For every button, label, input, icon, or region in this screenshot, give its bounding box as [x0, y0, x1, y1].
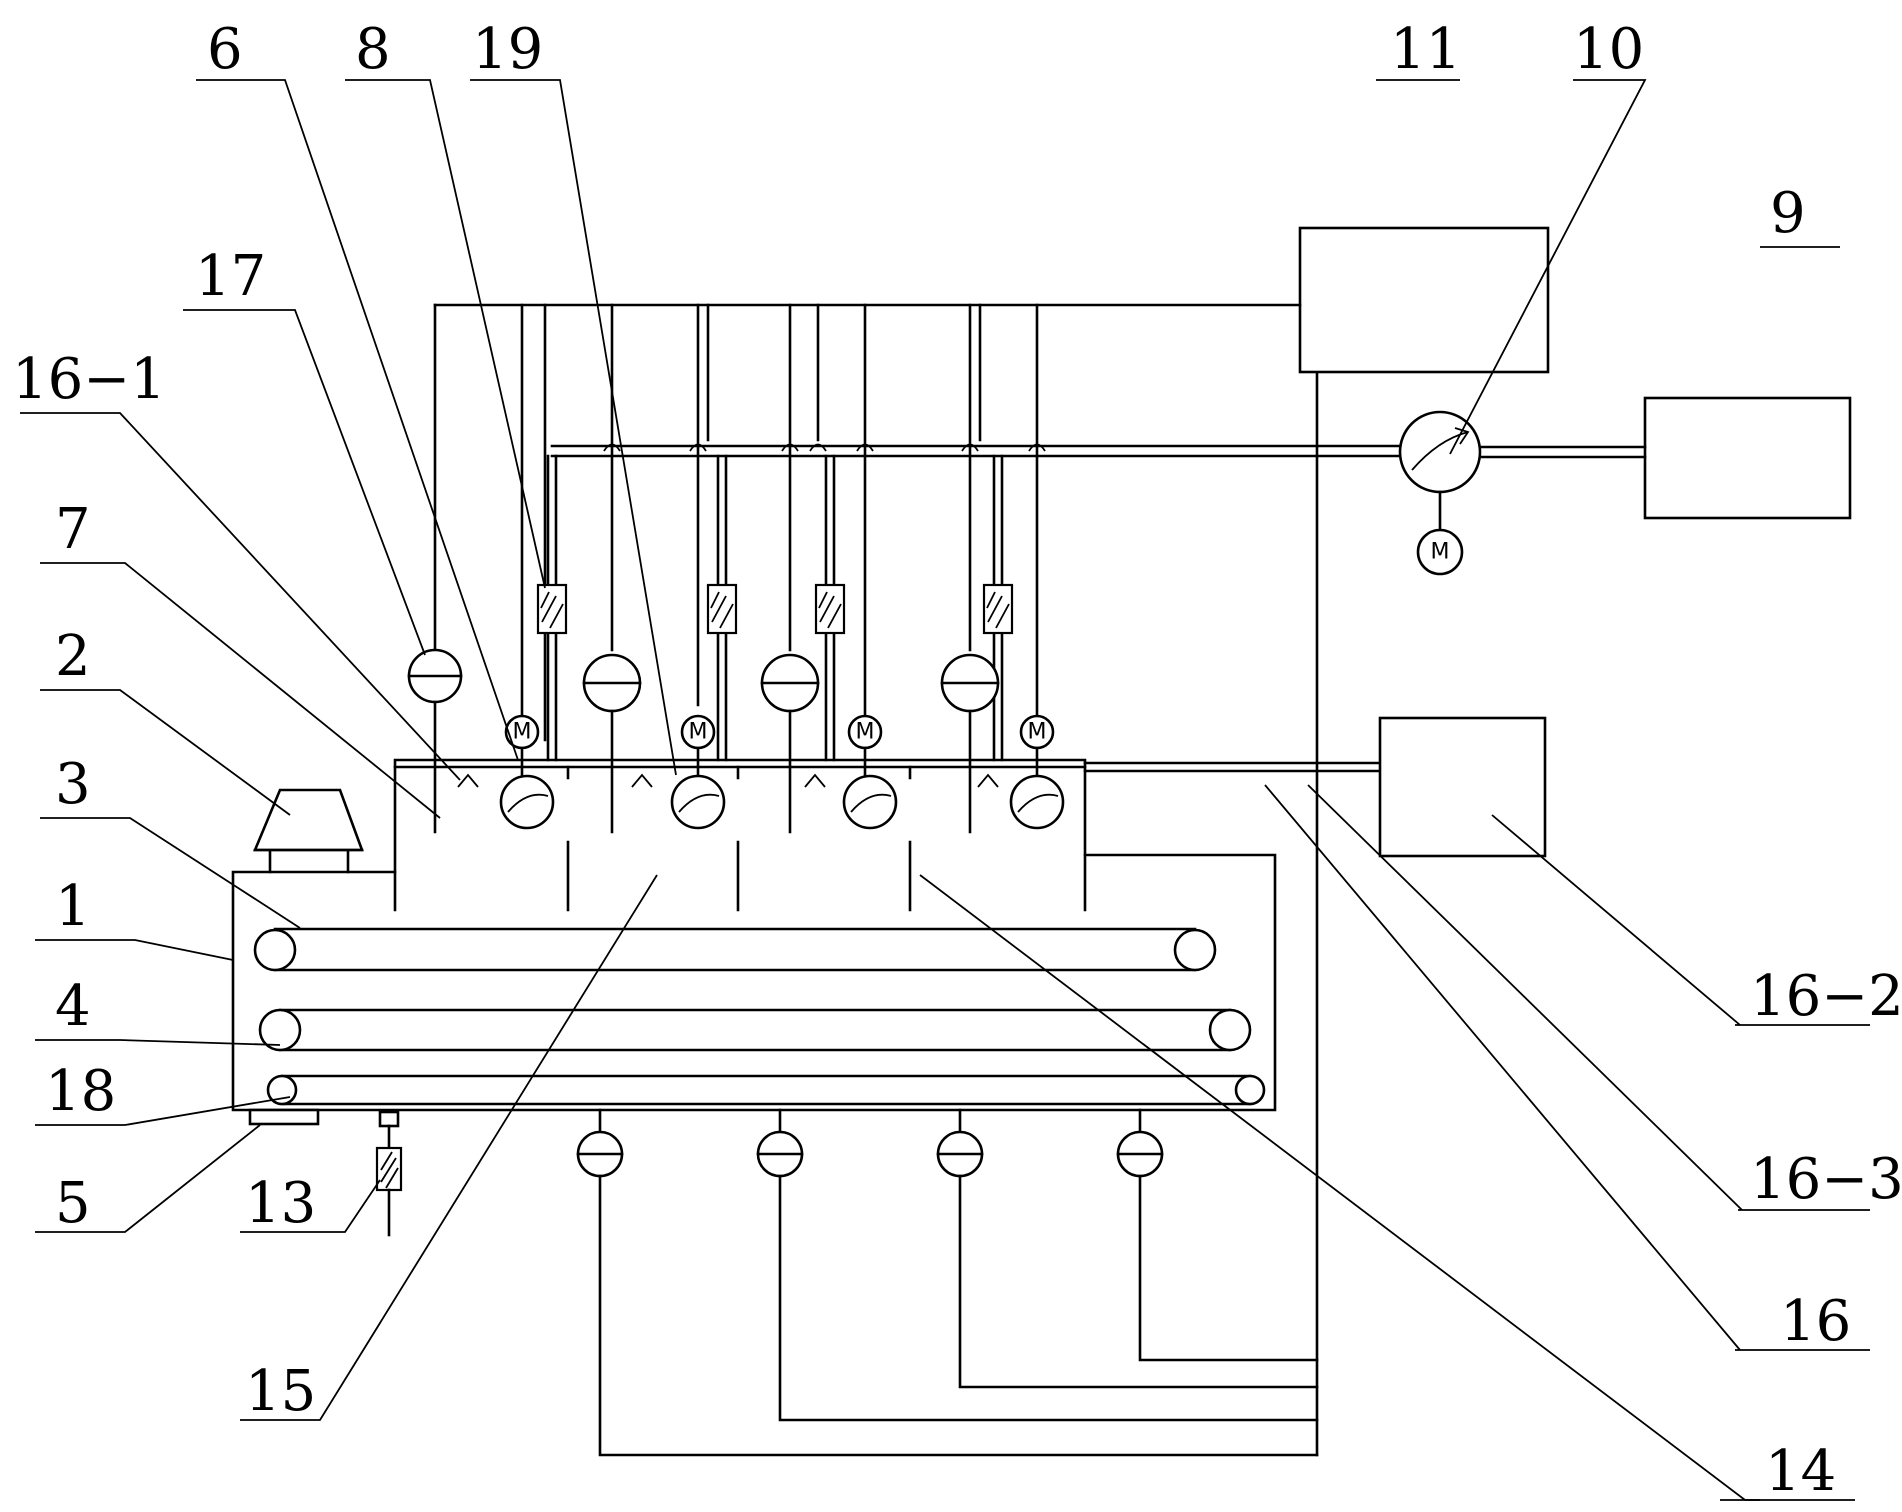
collector-box [1378, 716, 1547, 858]
conveyor-belts [253, 927, 1266, 1106]
label-16: 16 [1780, 1289, 1851, 1354]
motor-symbol-1: M [513, 720, 532, 745]
label-8: 8 [355, 17, 391, 82]
part-labels: 6 8 19 11 10 9 17 16−1 7 2 3 1 4 18 5 13… [12, 17, 1902, 1504]
motor-symbol-4: M [1028, 720, 1047, 745]
supply-unit: M [1398, 396, 1852, 576]
label-3: 3 [55, 752, 91, 817]
controller-box [433, 226, 1550, 374]
feed-lines [433, 303, 1039, 742]
pipe-crossovers [603, 443, 1046, 452]
motor-symbol-2: M [689, 720, 708, 745]
filter-3 [814, 583, 846, 635]
label-17: 17 [195, 244, 266, 309]
bottom-heaters [576, 1108, 1319, 1457]
label-15: 15 [245, 1359, 316, 1424]
label-4: 4 [55, 974, 91, 1039]
zone-fans: M M M M [499, 714, 1065, 830]
filter-2 [706, 583, 738, 635]
label-18: 18 [45, 1059, 116, 1124]
exhaust-hood [253, 788, 364, 874]
filter-8 [536, 583, 568, 635]
filter-4 [982, 583, 1014, 635]
leader-lines [20, 79, 1870, 1501]
label-19: 19 [472, 17, 543, 82]
label-9: 9 [1770, 181, 1806, 246]
bottom-outlets [248, 1108, 403, 1237]
label-14: 14 [1765, 1439, 1836, 1504]
zone-valves [407, 648, 1000, 834]
label-5: 5 [55, 1171, 91, 1236]
label-16-3: 16−3 [1750, 1147, 1902, 1212]
label-1: 1 [55, 874, 91, 939]
pump-motor-symbol: M [1431, 540, 1450, 565]
spray-nozzles [457, 773, 999, 788]
label-7: 7 [55, 497, 91, 562]
exhaust-pipe [1083, 761, 1382, 773]
label-10: 10 [1573, 17, 1644, 82]
label-13: 13 [245, 1171, 316, 1236]
spray-drops [536, 454, 1014, 762]
label-11: 11 [1390, 17, 1461, 82]
label-6: 6 [207, 17, 243, 82]
label-2: 2 [55, 624, 91, 689]
motor-symbol-3: M [856, 720, 875, 745]
main-chamber [231, 758, 1277, 1112]
label-16-2: 16−2 [1750, 964, 1902, 1029]
label-16-1: 16−1 [12, 347, 166, 412]
